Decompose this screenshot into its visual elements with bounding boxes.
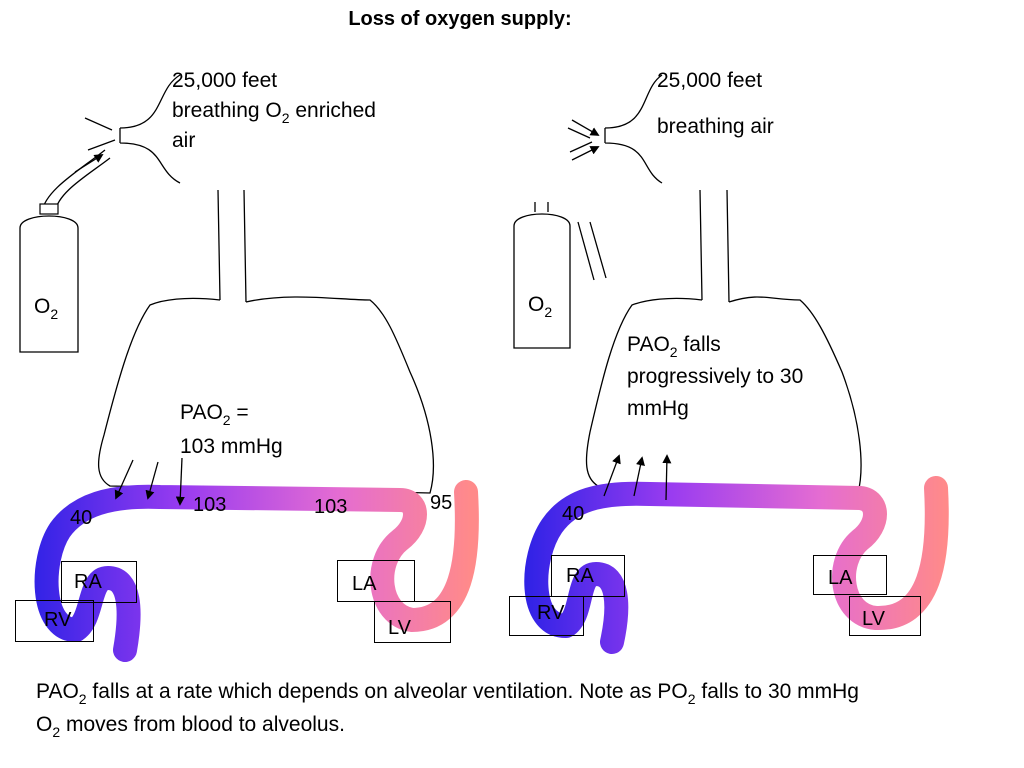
right-la-label: LA	[828, 567, 853, 589]
left-pao2-value: 103 mmHg	[180, 435, 283, 458]
left-pao2-label: PAO2 =	[180, 401, 249, 428]
left-capillary-value-1: 103	[193, 494, 227, 516]
right-o2-cylinder	[513, 213, 571, 349]
right-la-box	[813, 555, 887, 595]
right-pao2-line2: progressively to 30	[627, 365, 804, 388]
right-rv-label: RV	[537, 602, 565, 624]
left-cylinder-label: O2	[34, 295, 59, 322]
right-blood-vessel	[524, 476, 949, 654]
left-lv-box	[374, 601, 451, 643]
left-breathing-line2: air	[172, 129, 196, 152]
right-lv-label: LV	[862, 608, 885, 630]
left-o2-cylinder	[19, 215, 79, 353]
right-breathing-label: breathing air	[657, 115, 774, 138]
caption: PAO2 falls at a rate which depends on al…	[36, 676, 859, 742]
right-mask-icon	[604, 74, 663, 184]
right-lv-box	[849, 596, 921, 636]
caption-line-1: PAO2 falls at a rate which depends on al…	[36, 680, 859, 707]
left-venous-value: 40	[70, 507, 93, 529]
right-altitude: 25,000 feet	[657, 69, 763, 92]
left-ra-label: RA	[74, 571, 102, 593]
left-ra-box	[61, 561, 137, 603]
right-pao2-line3: mmHg	[627, 397, 689, 420]
left-rv-box	[15, 600, 94, 642]
right-rv-box	[509, 596, 584, 636]
left-trachea	[217, 189, 247, 303]
left-la-label: LA	[352, 573, 377, 595]
left-lung-outline	[98, 296, 434, 494]
left-panel	[19, 74, 479, 662]
right-ra-box	[551, 555, 625, 597]
right-venous-value: 40	[562, 503, 585, 525]
left-capillary-value-2: 103	[314, 496, 348, 518]
right-trachea	[699, 189, 730, 303]
left-arterial-value: 95	[430, 492, 453, 514]
right-cylinder-label: O2	[528, 293, 553, 320]
left-altitude: 25,000 feet	[172, 69, 278, 92]
right-panel	[513, 74, 949, 654]
left-mask-icon	[119, 74, 181, 184]
caption-line-2: O2 moves from blood to alveolus.	[36, 713, 345, 740]
right-pao2-label: PAO2 falls	[627, 333, 721, 360]
left-lv-label: LV	[388, 617, 411, 639]
right-ra-label: RA	[566, 565, 594, 587]
left-breathing-label: breathing O2 enriched	[172, 99, 376, 126]
slide-title: Loss of oxygen supply:	[348, 8, 572, 30]
right-broken-tube	[577, 221, 607, 281]
left-rv-label: RV	[44, 609, 72, 631]
left-o2-tube	[41, 149, 111, 213]
